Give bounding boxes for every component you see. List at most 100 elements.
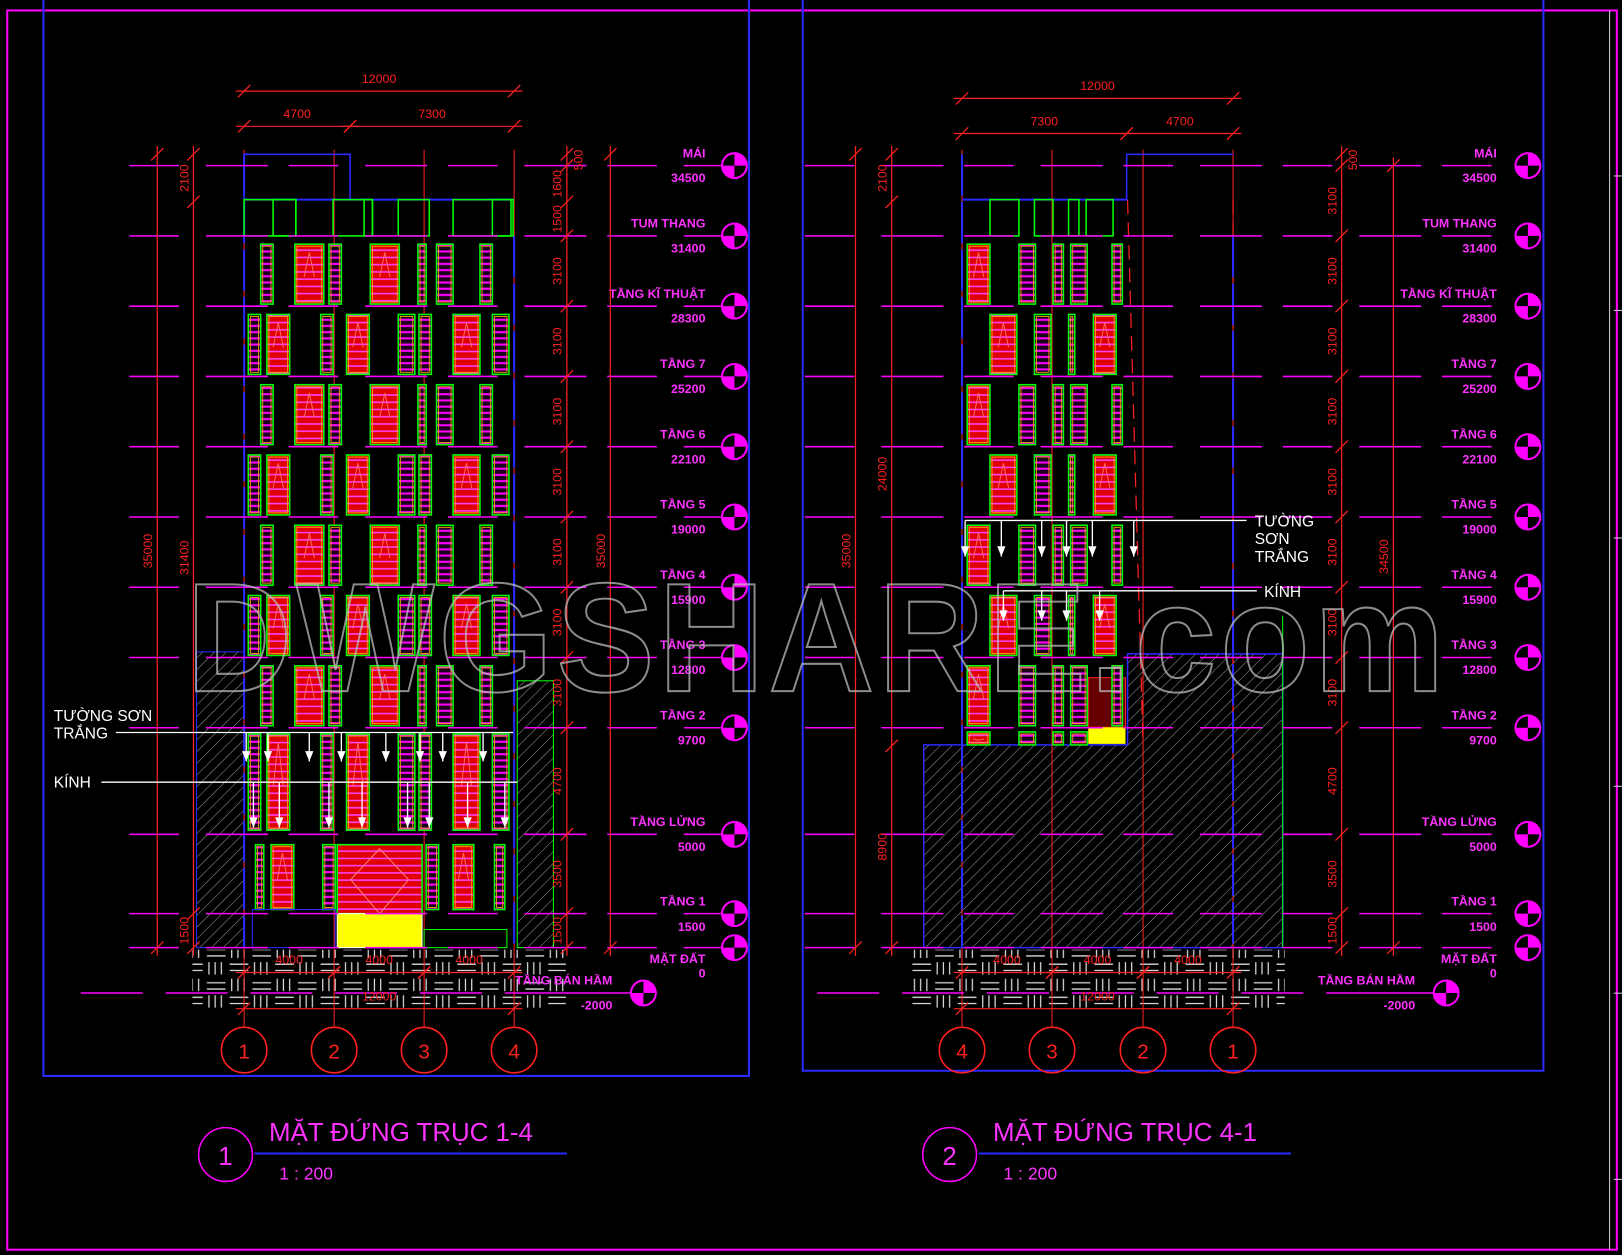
roof-frame	[1067, 198, 1080, 237]
dimension-tick	[1335, 229, 1349, 243]
dimension-tick	[560, 580, 574, 594]
roof-frame	[363, 198, 374, 237]
dimension-tick	[885, 147, 899, 161]
window-opening-mark	[460, 322, 473, 348]
window	[345, 313, 371, 376]
dimension-tick	[417, 965, 431, 980]
level-marker-fill	[631, 980, 656, 1006]
level-name: TẦNG 5	[1451, 497, 1497, 512]
level-marker-fill	[722, 153, 747, 179]
window	[266, 313, 291, 376]
arrow-icon	[425, 817, 434, 828]
dim-right-chain-value: 1500	[1325, 917, 1339, 945]
dimension-tick	[186, 907, 201, 921]
window-opening-mark	[352, 463, 364, 489]
dimension-tick	[1226, 91, 1240, 106]
dimension-tick	[1335, 580, 1349, 594]
window	[259, 243, 274, 305]
window-frame	[420, 316, 430, 373]
axis-label: 4	[956, 1040, 968, 1063]
level-elevation: 28300	[671, 312, 706, 326]
window	[1018, 665, 1037, 727]
window	[1067, 313, 1076, 376]
dimension-tick	[560, 369, 574, 384]
window-frame	[1072, 245, 1086, 303]
dim-right-chain-value: 3500	[1325, 860, 1339, 888]
window-frame	[296, 667, 323, 725]
arrow-icon	[381, 751, 390, 762]
level-marker-fill	[1515, 715, 1541, 741]
planter-box	[423, 929, 508, 949]
level-marker-fill	[722, 715, 747, 741]
axis-bubble	[310, 1026, 358, 1074]
basement-soil-hatch	[910, 949, 1285, 1012]
window-frame	[968, 733, 989, 744]
dimension-tick	[848, 941, 863, 955]
dimension-tick	[1335, 299, 1349, 313]
dim-bottom-part-text: 4000	[1084, 953, 1112, 967]
window-opening-mark	[303, 252, 315, 278]
window	[1069, 383, 1088, 446]
window	[479, 243, 494, 305]
dim-top-part-text: 4700	[283, 107, 311, 121]
window	[418, 454, 433, 516]
arrow-icon	[1062, 610, 1071, 621]
axis-label: 1	[1227, 1040, 1239, 1063]
level-marker-fill	[722, 901, 747, 927]
drawing-2-frame	[801, 0, 1545, 1072]
dim-right-chain-value: 3100	[1325, 257, 1339, 285]
window-frame	[481, 667, 491, 725]
window-frame	[1095, 316, 1115, 373]
window-frame	[257, 846, 263, 908]
window-frame	[249, 597, 260, 654]
level-name: TẦNG 6	[1451, 426, 1497, 441]
drawing-scale: 1 : 200	[1003, 1163, 1057, 1183]
window-opening-mark	[272, 463, 284, 489]
window-opening-mark	[972, 252, 985, 278]
window-frame	[1113, 526, 1121, 584]
dimension-tick	[885, 739, 899, 753]
window-frame	[1036, 456, 1050, 514]
level-elevation: 22100	[671, 452, 706, 466]
window-frame	[496, 846, 504, 908]
drawing-number: 1	[218, 1143, 232, 1171]
dimension-tick	[1386, 941, 1401, 955]
sheet-border	[6, 9, 1618, 1251]
window	[1052, 524, 1065, 586]
window	[1033, 313, 1052, 376]
axis-bubble	[400, 1026, 448, 1074]
window	[328, 665, 343, 727]
window-frame	[1020, 667, 1034, 725]
arrow-icon	[1037, 610, 1046, 621]
window-frame	[1054, 733, 1062, 744]
window-opening-mark	[457, 852, 470, 881]
window	[1069, 524, 1088, 586]
drawing-number-bubble	[197, 1126, 254, 1183]
window	[247, 313, 262, 376]
window	[1033, 454, 1052, 516]
arrow-icon	[1062, 546, 1071, 557]
window-frame	[419, 667, 425, 725]
drawing-number: 2	[942, 1143, 956, 1171]
window-frame	[1072, 386, 1086, 443]
level-name: TẦNG 3	[660, 637, 706, 652]
level-name: TẦNG LỬNG	[1422, 814, 1497, 829]
level-elevation: 15900	[671, 593, 706, 607]
window-frame	[1095, 597, 1115, 654]
roof-frame	[243, 198, 297, 237]
dimension-tick	[186, 195, 201, 209]
dimension-tick	[848, 147, 863, 161]
level-marker-fill	[722, 293, 747, 319]
window-frame	[420, 456, 430, 514]
window	[1067, 594, 1076, 657]
roof-frame	[272, 198, 297, 237]
level-elevation: 28300	[1462, 312, 1497, 326]
level-elevation: -2000	[581, 999, 613, 1013]
window-frame	[330, 526, 340, 584]
window	[369, 243, 401, 305]
window-frame	[1113, 245, 1121, 303]
window-opening-mark	[272, 742, 284, 787]
watermark: DWGSHARE.com	[186, 551, 1448, 724]
window-frame	[419, 386, 425, 443]
level-name: TẦNG 5	[660, 497, 706, 512]
